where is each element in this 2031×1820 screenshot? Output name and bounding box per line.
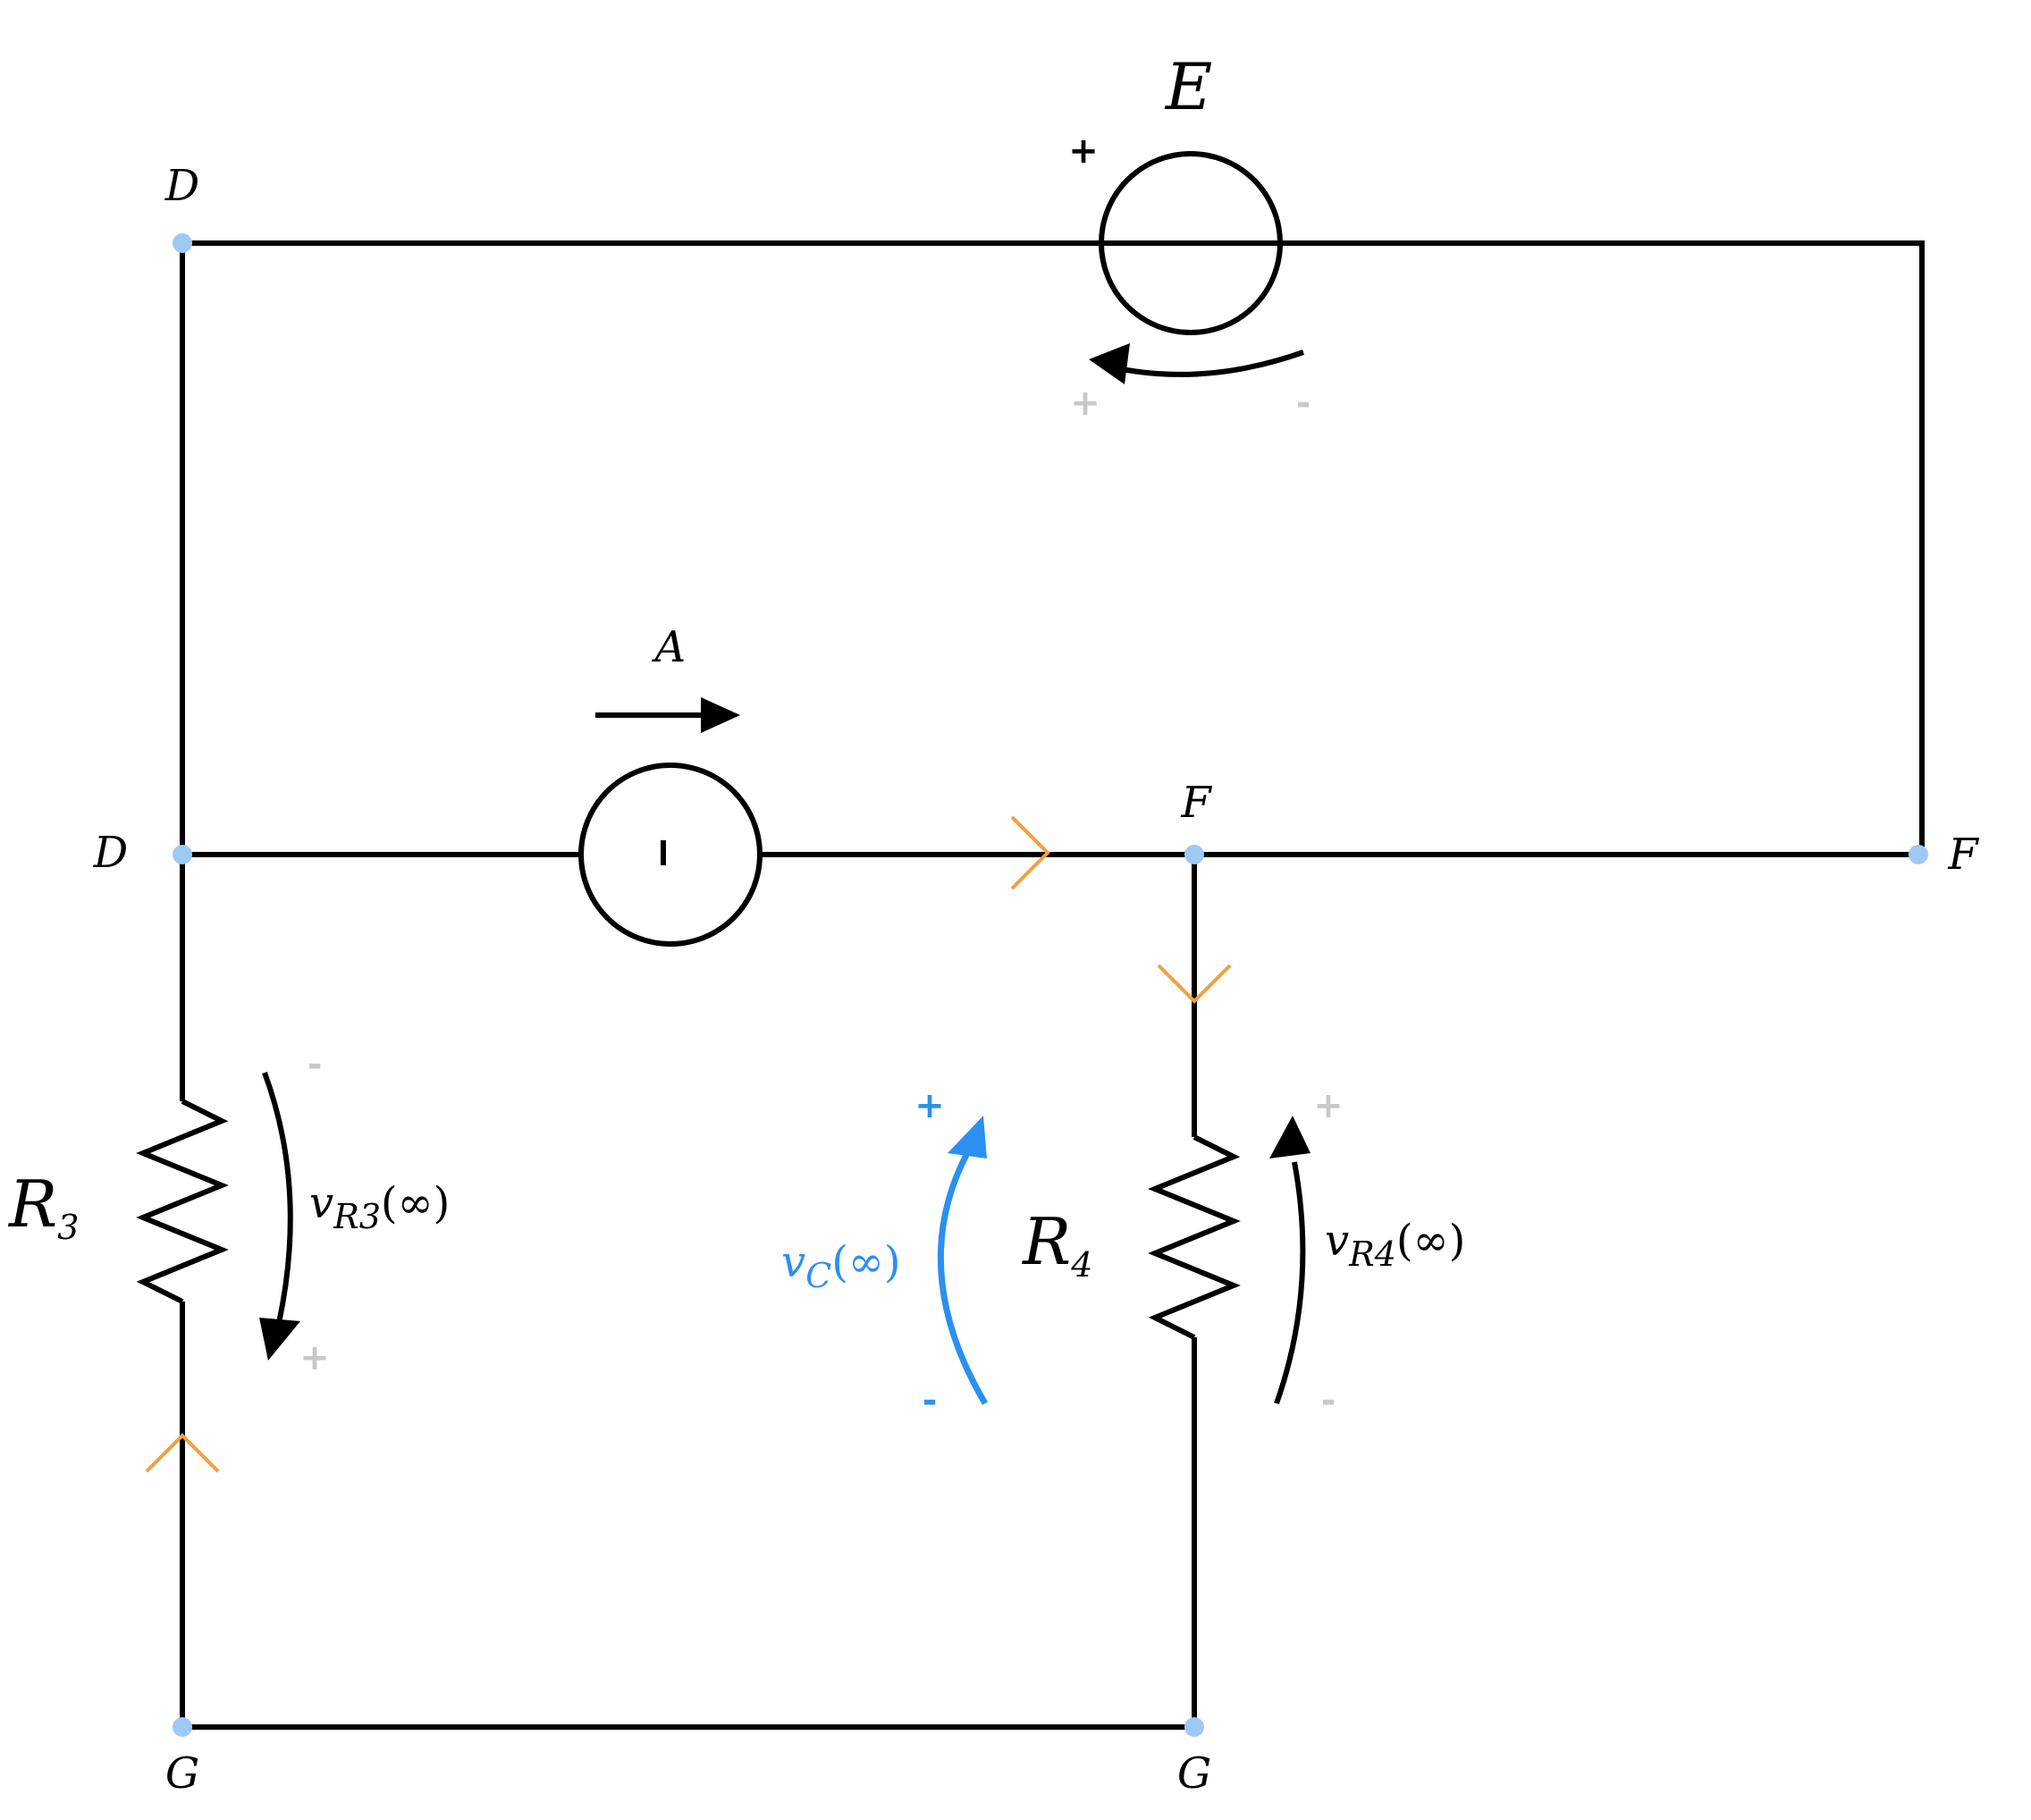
r3-voltage-label: vR3(∞) xyxy=(309,1178,450,1236)
node-g-left xyxy=(173,1717,192,1737)
vc-arrow-head xyxy=(948,1116,987,1159)
nodes: D D F F G G xyxy=(93,161,1980,1799)
r3-voltage-minus: - xyxy=(308,1044,323,1085)
r4-voltage-label: vR4(∞) xyxy=(1325,1216,1465,1274)
current-marker-mid xyxy=(1010,815,1050,890)
resistor-r4-zigzag xyxy=(1148,1134,1241,1340)
node-label-d-top: D xyxy=(164,161,199,211)
voltage-source-arrow-minus: - xyxy=(1296,383,1311,424)
current-source-label: A xyxy=(652,622,687,672)
current-source-circle xyxy=(578,763,763,947)
r3-voltage-arrow-curve xyxy=(262,1071,293,1324)
node-label-g-left: G xyxy=(165,1748,199,1799)
vc-plus: + xyxy=(914,1085,945,1126)
current-markers xyxy=(145,815,1232,1473)
r4-voltage-plus: + xyxy=(1313,1085,1344,1126)
resistor-r3: R3 - + vR3(∞) xyxy=(7,1044,450,1378)
r4-voltage-arrow-head xyxy=(1269,1116,1310,1159)
vc-arrow-curve xyxy=(937,1151,989,1405)
voltage-source-arrow-plus: + xyxy=(1070,383,1100,424)
current-marker-r3 xyxy=(145,1433,220,1473)
r3-voltage-plus: + xyxy=(299,1337,330,1378)
node-label-f-mid: F xyxy=(1180,778,1212,828)
node-f-mid xyxy=(1184,845,1204,864)
node-d-mid xyxy=(173,845,192,864)
r4-voltage-arrow-curve xyxy=(1274,1161,1306,1405)
node-g-right xyxy=(1184,1717,1204,1737)
voltage-source-arrow-curve xyxy=(1117,350,1304,377)
vc-label: vC(∞) xyxy=(781,1237,901,1295)
node-label-f-right: F xyxy=(1947,830,1979,880)
current-marker-r4 xyxy=(1157,964,1232,1004)
voltage-source-plus: + xyxy=(1068,131,1099,172)
capacitor-voltage: + - vC(∞) xyxy=(781,1085,989,1421)
node-label-d-mid: D xyxy=(93,828,128,878)
r3-label: R3 xyxy=(7,1167,79,1247)
r4-label: R4 xyxy=(1021,1204,1092,1285)
node-d-top xyxy=(173,233,192,253)
r3-voltage-arrow-head xyxy=(259,1318,300,1361)
wires xyxy=(136,240,1925,1730)
current-source-arrow-head xyxy=(701,697,740,733)
wire-top-right xyxy=(1282,240,1925,855)
resistor-r3-zigzag xyxy=(136,1099,229,1304)
voltage-source-arrow-head xyxy=(1089,343,1130,384)
resistor-r4: R4 + - vR4(∞) xyxy=(1021,1085,1465,1421)
vc-minus: - xyxy=(923,1380,938,1421)
voltage-source-label: E xyxy=(1164,49,1213,124)
node-label-g-right: G xyxy=(1177,1748,1211,1799)
voltage-source-e: + E + - xyxy=(1068,49,1310,424)
node-f-right xyxy=(1909,845,1928,864)
current-source-a: A xyxy=(578,622,763,947)
r4-voltage-minus: - xyxy=(1321,1380,1336,1421)
